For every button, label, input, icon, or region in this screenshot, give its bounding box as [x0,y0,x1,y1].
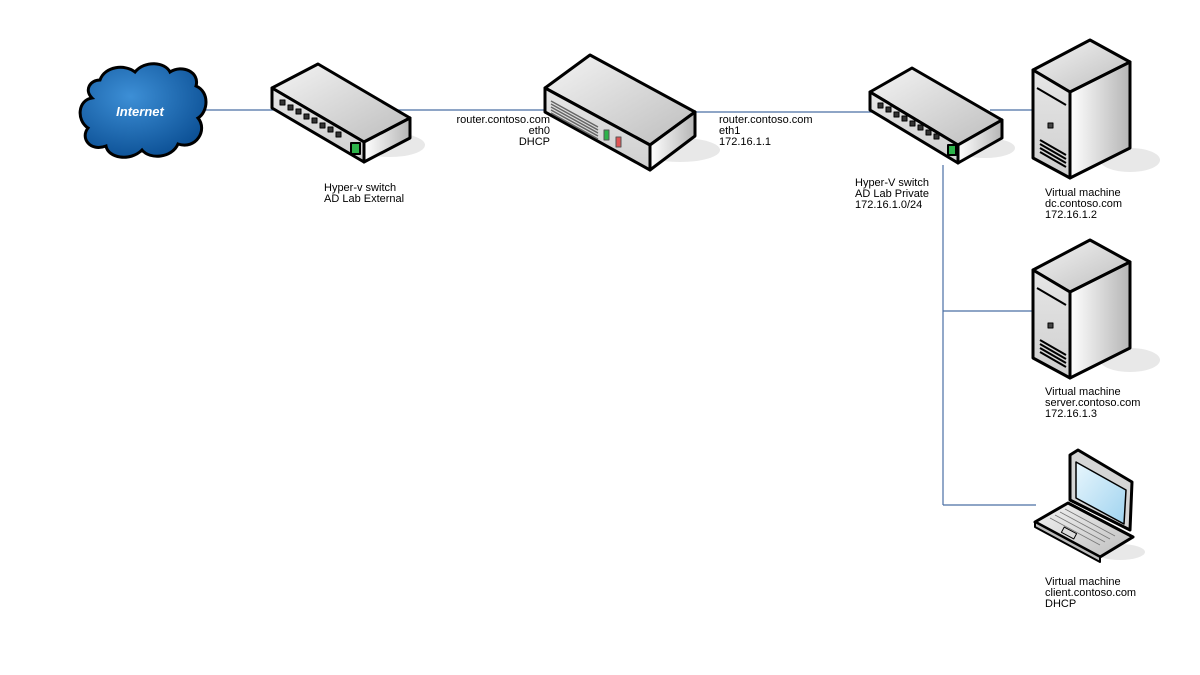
label-line: eth1 [719,125,741,137]
label-line: DHCP [1045,598,1077,610]
label-line: 172.16.1.1 [719,136,771,148]
server-label: Virtual machine server.contoso.com 172.1… [1045,387,1140,420]
client-laptop-icon[interactable] [1033,448,1145,563]
private-switch-label: Hyper-V switch AD Lab Private 172.16.1.0… [855,178,929,211]
dc-server-icon[interactable] [1031,38,1160,180]
label-line: Hyper-V switch [855,177,929,189]
internet-label: Internet [116,104,164,119]
label-line: router.contoso.com [456,114,550,126]
label-line: Virtual machine [1045,576,1121,588]
external-switch-label: Hyper-v switch AD Lab External [324,183,404,205]
router-eth0-label: router.contoso.com eth0 DHCP [400,115,550,148]
private-switch-icon[interactable] [868,66,1015,165]
external-switch-icon[interactable] [270,62,425,164]
label-line: DHCP [518,136,550,148]
label-line: 172.16.1.0/24 [855,199,923,211]
member-server-icon[interactable] [1031,238,1160,380]
label-line: Virtual machine [1045,386,1121,398]
label-line: Virtual machine [1045,187,1121,199]
internet-cloud-icon[interactable] [78,62,208,159]
router-icon[interactable] [543,53,720,172]
label-line: server.contoso.com [1045,397,1141,409]
router-eth1-label: router.contoso.com eth1 172.16.1.1 [719,115,813,148]
label-line: dc.contoso.com [1045,198,1123,210]
label-line: AD Lab Private [855,188,929,200]
label-line: AD Lab External [324,193,405,205]
label-line: Hyper-v switch [324,182,397,194]
client-label: Virtual machine client.contoso.com DHCP [1045,577,1136,610]
label-line: eth0 [528,125,550,137]
label-line: 172.16.1.3 [1045,408,1097,420]
label-line: 172.16.1.2 [1045,209,1097,221]
label-line: client.contoso.com [1045,587,1137,599]
dc-label: Virtual machine dc.contoso.com 172.16.1.… [1045,188,1122,221]
label-line: router.contoso.com [719,114,813,126]
